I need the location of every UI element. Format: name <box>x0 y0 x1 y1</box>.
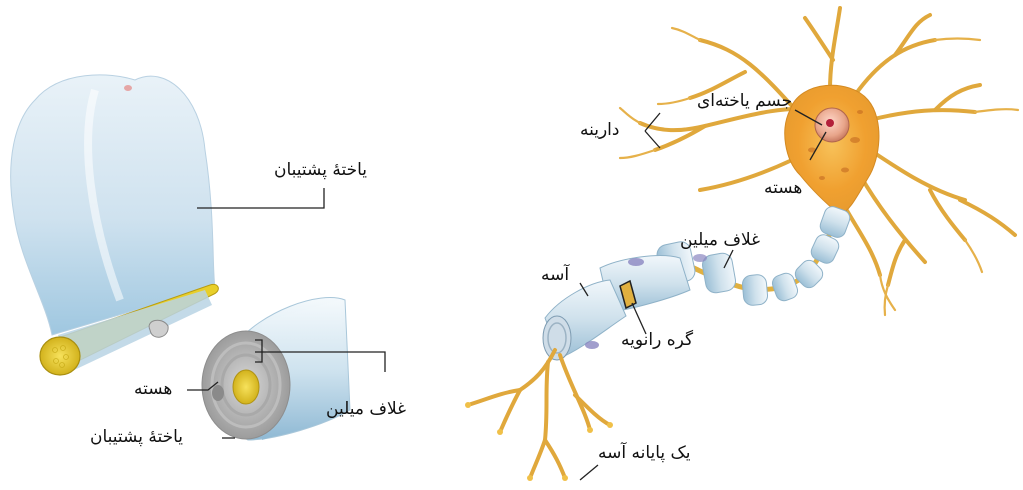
axon-core <box>233 370 259 404</box>
myelin-segments <box>543 204 852 360</box>
axon-cut-end <box>40 337 80 375</box>
label-support-cell: یاختهٔ پشتیبان <box>274 160 367 180</box>
schwann-cell-figure <box>11 75 385 440</box>
label-dendrites: دارینه <box>580 120 619 140</box>
label-myelin-right: غلاف میلین <box>680 230 760 250</box>
label-node-of-ranvier: گره رانویه <box>621 330 693 350</box>
label-myelin-left: غلاف میلین <box>326 399 406 419</box>
label-cell-body: جسم یاخته‌ای <box>697 91 792 111</box>
label-axon: آسه <box>541 265 569 285</box>
axon-terminal-branches <box>468 350 610 478</box>
label-support-cell-small: یاختهٔ پشتیبان <box>90 427 183 447</box>
label-nucleus-left: هسته <box>134 379 172 399</box>
label-axon-terminal: یک پایانه آسه <box>598 443 691 463</box>
label-nucleus-right: هسته <box>764 178 802 198</box>
